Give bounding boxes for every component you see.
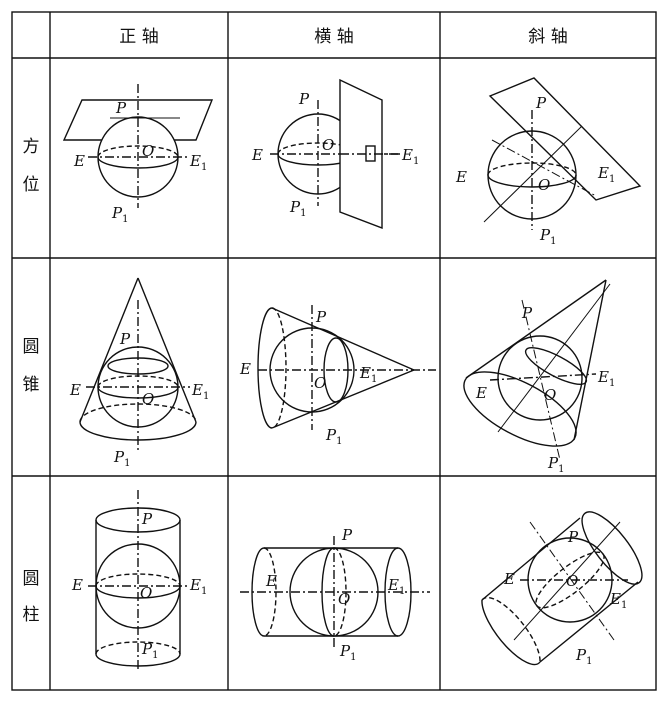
- header-transverse-axis: 横 轴: [314, 27, 353, 47]
- pole-label-p1: P1: [325, 426, 342, 447]
- equator-label-e1: E1: [597, 368, 615, 389]
- equator-label-e1: E1: [597, 164, 615, 185]
- pole-label-p1: P1: [547, 454, 564, 475]
- azimuthal-oblique-diagram: [483, 77, 642, 230]
- pole-label-p: P: [567, 528, 579, 546]
- cylindrical-transverse-diagram: [240, 536, 430, 650]
- row-label-azimuthal-1: 方: [23, 137, 40, 157]
- equator-label-e: E: [475, 384, 487, 402]
- equator: [97, 156, 179, 169]
- pole-label-p1: P1: [539, 226, 556, 247]
- center-label-o: O: [338, 590, 350, 608]
- equator-label-e1: E1: [387, 576, 405, 597]
- pole-label-p: P: [315, 308, 327, 326]
- cone-side: [79, 277, 139, 423]
- cylindrical-oblique-diagram: [481, 511, 643, 666]
- row-label-conic-2: 锥: [23, 375, 40, 395]
- equator-label-e: E: [251, 146, 263, 164]
- cylinder-side: [481, 517, 581, 601]
- equator-label-e1: E1: [191, 381, 209, 402]
- pole-label-p: P: [141, 510, 153, 528]
- row-label-cylindrical-2: 柱: [23, 605, 40, 625]
- cone-side: [465, 279, 607, 379]
- center-label-o: O: [544, 386, 556, 404]
- equator-label-e: E: [455, 168, 467, 186]
- azimuthal-normal-diagram: [62, 84, 214, 208]
- cone-side: [137, 277, 197, 423]
- pole-label-p: P: [298, 90, 310, 108]
- equator-label-e: E: [239, 360, 251, 378]
- center-label-o: O: [140, 584, 152, 602]
- equator-label-e1: E1: [189, 152, 207, 173]
- center-label-o: O: [566, 572, 578, 590]
- center-label-o: O: [142, 142, 154, 160]
- equator-label-e1: E1: [401, 146, 419, 167]
- cone-base: [257, 307, 273, 429]
- header-normal-axis: 正 轴: [119, 27, 158, 47]
- equator-label-e: E: [71, 576, 83, 594]
- row-label-azimuthal-2: 位: [23, 175, 40, 195]
- pole-label-p: P: [521, 304, 533, 322]
- equator-label-e1: E1: [189, 576, 207, 597]
- tangent-circle: [524, 347, 588, 385]
- pole-label-p: P: [535, 94, 547, 112]
- center-label-o: O: [314, 374, 326, 392]
- equator-label-e: E: [69, 381, 81, 399]
- equator-label-e1: E1: [359, 364, 377, 385]
- table-grid: [11, 11, 657, 691]
- conic-oblique-diagram: [463, 279, 611, 461]
- tangent-plane: [62, 99, 214, 141]
- equator-label-e1: E1: [609, 590, 627, 611]
- conic-transverse-diagram: [257, 305, 436, 430]
- equator-label-e: E: [73, 152, 85, 170]
- tangent-point-marker: [365, 145, 376, 162]
- pole-label-p: P: [115, 99, 127, 117]
- equator-label-e: E: [265, 572, 277, 590]
- equator-label-e: E: [503, 570, 515, 588]
- equator: [535, 551, 605, 609]
- pole-label-p: P: [119, 330, 131, 348]
- cylinder-side: [539, 581, 639, 663]
- pole-label-p1: P1: [141, 640, 158, 661]
- cylindrical-normal-diagram: [88, 490, 190, 672]
- row-label-conic-1: 圆: [23, 337, 40, 357]
- cone-side: [271, 307, 415, 371]
- pole-label-p1: P1: [111, 204, 128, 225]
- tangent-plane: [488, 77, 642, 201]
- cone-side: [573, 279, 607, 441]
- center-label-o: O: [538, 176, 550, 194]
- cylinder-end: [581, 511, 643, 585]
- cylinder-end: [481, 599, 541, 666]
- globe: [497, 335, 583, 421]
- center-label-o: O: [142, 390, 154, 408]
- pole-label-p1: P1: [113, 448, 130, 469]
- center-label-o: O: [322, 136, 334, 154]
- pole-label-p1: P1: [575, 646, 592, 667]
- conic-normal-diagram: [79, 277, 197, 452]
- pole-label-p1: P1: [289, 198, 306, 219]
- header-oblique-axis: 斜 轴: [528, 27, 567, 47]
- row-label-cylindrical-1: 圆: [23, 569, 40, 589]
- azimuthal-transverse-diagram: [270, 78, 400, 230]
- pole-label-p: P: [341, 526, 353, 544]
- pole-label-p1: P1: [339, 642, 356, 663]
